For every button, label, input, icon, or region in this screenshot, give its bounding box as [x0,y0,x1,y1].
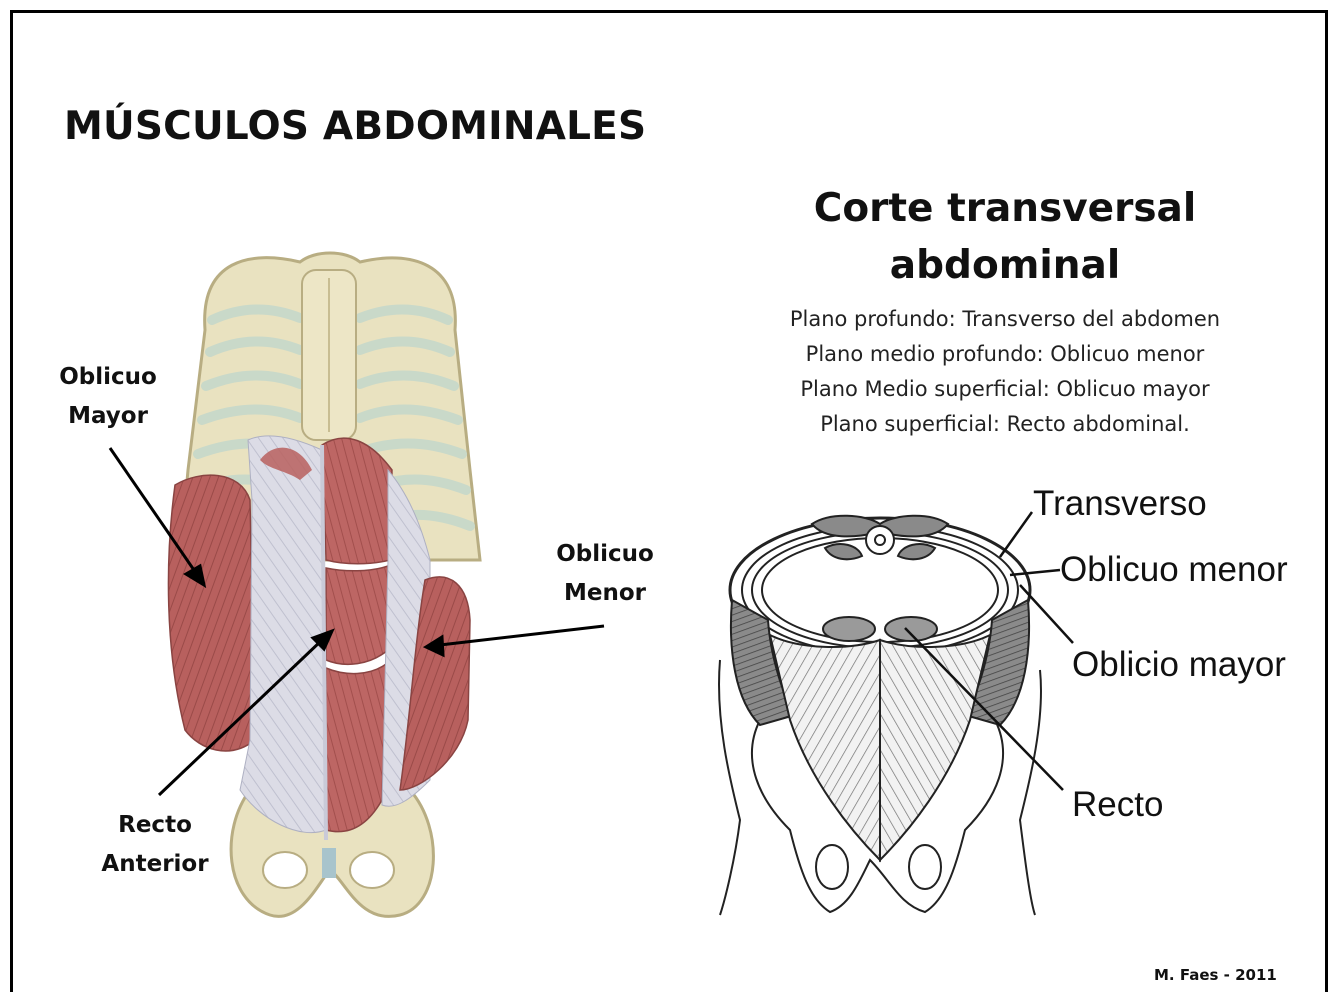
cross-section-diagram [719,512,1073,915]
planes-list: Plano profundo: Transverso del abdomen P… [716,302,1294,442]
author-credit: M. Faes - 2011 [1154,966,1277,984]
label-oblique-minor-line2: Menor [540,574,670,613]
plane-deep: Plano profundo: Transverso del abdomen [716,302,1294,337]
diagram-label-transverse: Transverso [1033,484,1207,524]
label-rectus-line1: Recto [90,806,220,845]
rectus-muscle [322,438,392,564]
oblique-major-muscle [168,475,255,751]
section-title-line2: abdominal [716,237,1294,294]
plane-mid-deep: Plano medio profundo: Oblicuo menor [716,337,1294,372]
diagram-label-rectus: Recto [1072,785,1163,825]
plane-superficial: Plano superficial: Recto abdominal. [716,407,1294,442]
section-title: Corte transversal abdominal [716,180,1294,294]
label-oblique-minor: Oblicuo Menor [540,535,670,613]
leader-transverse [1000,512,1032,557]
page-title: MÚSCULOS ABDOMINALES [64,104,646,149]
plane-mid-superficial: Plano Medio superficial: Oblicuo mayor [716,372,1294,407]
label-rectus-anterior: Recto Anterior [90,806,220,884]
diagram-label-oblique-minor: Oblicuo menor [1060,550,1288,590]
label-oblique-major-line2: Mayor [48,397,168,436]
label-oblique-minor-line1: Oblicuo [540,535,670,574]
diagram-label-oblique-major: Oblicio mayor [1072,645,1286,685]
section-title-line1: Corte transversal [716,180,1294,237]
label-oblique-major-line1: Oblicuo [48,358,168,397]
label-oblique-major: Oblicuo Mayor [48,358,168,436]
label-rectus-line2: Anterior [90,845,220,884]
